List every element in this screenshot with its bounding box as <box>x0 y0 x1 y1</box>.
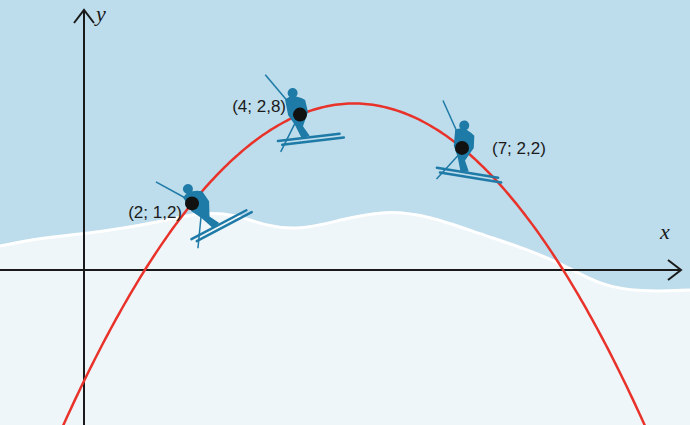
y-axis <box>83 10 85 425</box>
y-axis-arrow <box>74 10 94 23</box>
snow-ground <box>0 213 690 425</box>
point-dot <box>455 141 469 155</box>
axis-label: x <box>660 221 670 243</box>
axis-label: y <box>96 3 106 25</box>
point-dot <box>293 108 307 122</box>
x-axis-arrow <box>668 260 681 280</box>
x-axis <box>0 269 680 271</box>
snow-edge <box>0 213 690 291</box>
skier-figure <box>156 151 256 253</box>
point-dot <box>185 196 199 210</box>
point-coordinate-label: (4; 2,8) <box>232 98 286 115</box>
point-coordinate-label: (2; 1,2) <box>128 204 182 221</box>
point-coordinate-label: (7; 2,2) <box>492 140 546 157</box>
parabola-curve <box>62 104 645 425</box>
